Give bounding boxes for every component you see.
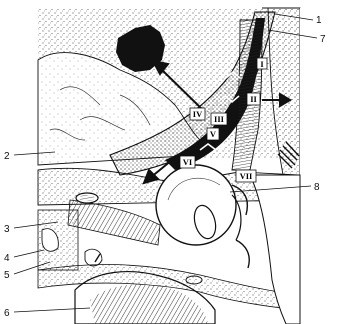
eyeball xyxy=(156,165,236,245)
callout-1: 1 xyxy=(316,15,322,26)
roman-label-7: VII xyxy=(240,171,253,181)
optic-nerve-fill xyxy=(79,195,95,201)
roman-label-6: VI xyxy=(183,157,193,167)
roman-label-4: IV xyxy=(193,109,203,119)
extraocular-muscle xyxy=(68,200,160,245)
callout-4: 4 xyxy=(4,253,10,264)
callout-8: 8 xyxy=(314,182,320,193)
callout-7: 7 xyxy=(320,34,326,45)
roman-label-3: III xyxy=(214,114,225,124)
callout-3: 3 xyxy=(4,224,10,235)
ethmoid-cell-2 xyxy=(85,249,102,266)
margin-blank xyxy=(300,8,338,324)
roman-label-2: II xyxy=(250,94,257,104)
callout-5: 5 xyxy=(4,270,10,281)
roman-label-5: V xyxy=(210,129,217,139)
callout-2: 2 xyxy=(4,151,10,162)
callout-6: 6 xyxy=(4,308,10,319)
